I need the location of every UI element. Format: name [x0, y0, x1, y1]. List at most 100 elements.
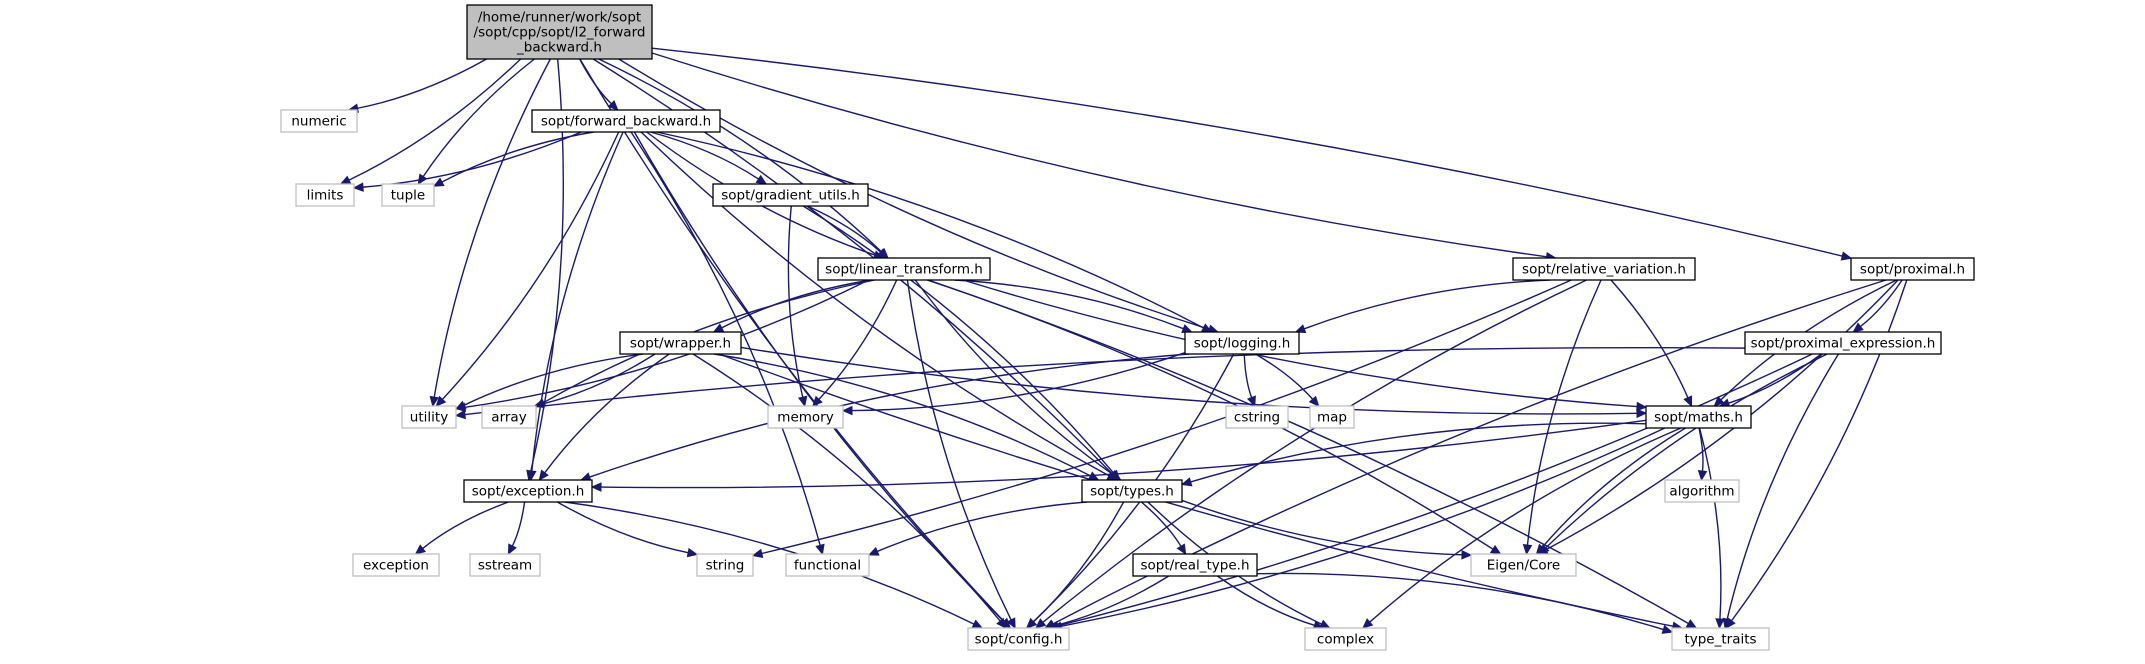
edge-line	[1369, 427, 1682, 623]
node-root[interactable]: /home/runner/work/sopt/sopt/cpp/sopt/l2_…	[466, 4, 653, 60]
edge-line	[441, 131, 594, 183]
edge-proxexpr-to-typetraits	[1722, 353, 1840, 630]
edge-line	[464, 279, 870, 408]
node-grad[interactable]: sopt/gradient_utils.h	[712, 183, 869, 207]
edge-realtype-to-typetraits	[1256, 572, 1674, 634]
node-label: memory	[777, 410, 833, 426]
node-box	[1132, 553, 1258, 577]
node-limits: limits	[295, 183, 355, 207]
edge-arrowhead	[1713, 395, 1725, 407]
node-exception[interactable]: sopt/exception.h	[463, 479, 593, 503]
node-box	[466, 4, 653, 60]
edge-arrowhead	[686, 547, 699, 558]
edge-line	[1610, 279, 1689, 399]
edge-relvar-to-config	[1034, 279, 1587, 629]
node-exc_std: exception	[352, 553, 440, 577]
edge-realtype-to-config	[1043, 575, 1170, 631]
node-types[interactable]: sopt/types.h	[1081, 479, 1183, 503]
edge-arrowhead	[797, 395, 808, 408]
edge-line	[962, 279, 1638, 408]
edge-arrowhead	[1180, 477, 1193, 487]
node-wrapper[interactable]: sopt/wrapper.h	[619, 331, 742, 355]
edge-line	[1698, 427, 1722, 620]
edge-types-to-eigen	[1181, 499, 1473, 560]
node-lt[interactable]: sopt/linear_transform.h	[817, 257, 991, 281]
node-maths[interactable]: sopt/maths.h	[1645, 405, 1752, 429]
node-array: array	[481, 405, 537, 429]
node-fb[interactable]: sopt/forward_backward.h	[531, 109, 721, 133]
node-box	[696, 553, 754, 577]
edge-line	[761, 279, 1572, 555]
edge-line	[651, 47, 1843, 257]
edge-line	[740, 346, 1638, 415]
edge-arrowhead	[1661, 624, 1674, 634]
edge-relvar-to-string	[751, 279, 1572, 559]
edge-line	[818, 279, 898, 400]
edge-line	[1216, 575, 1315, 627]
edge-arrowhead	[1461, 550, 1473, 560]
node-box	[531, 109, 721, 133]
node-utility: utility	[401, 405, 457, 429]
edge-types-to-realtype	[1140, 501, 1187, 556]
node-box	[1225, 405, 1289, 429]
edge-exception-to-exc_std	[414, 501, 509, 555]
node-label: sopt/gradient_utils.h	[721, 188, 860, 204]
edge-line	[906, 279, 1012, 621]
edge-line	[1053, 575, 1170, 627]
edge-arrowhead	[1535, 543, 1547, 555]
edge-line	[422, 501, 509, 549]
edge-line	[543, 353, 656, 405]
node-logging[interactable]: sopt/logging.h	[1184, 331, 1300, 355]
edge-arrowhead	[507, 543, 517, 556]
edge-line	[589, 353, 1189, 478]
node-box	[401, 405, 457, 429]
edge-line	[656, 131, 1204, 329]
edge-wrapper-to-config	[692, 353, 1007, 629]
edge-line	[1860, 279, 1903, 328]
node-box	[1744, 331, 1942, 355]
edge-arrowhead	[1006, 617, 1016, 630]
node-label: _backward.h	[516, 40, 602, 56]
node-label: /sopt/cpp/sopt/l2_forward	[474, 25, 646, 41]
edge-exception-to-sstream	[507, 501, 526, 556]
edge-line	[1303, 279, 1551, 330]
node-box	[1671, 627, 1770, 651]
node-box	[1470, 553, 1577, 577]
edge-arrowhead	[607, 99, 619, 111]
edge-wrapper-to-utility	[454, 353, 644, 410]
edge-line	[348, 58, 522, 181]
edge-root-to-relvar	[651, 52, 1557, 262]
edge-arrowhead	[1294, 324, 1307, 334]
edge-types-to-functional	[867, 501, 1087, 556]
edge-line	[511, 501, 526, 547]
edge-line	[531, 131, 624, 472]
edge-arrowhead	[1308, 395, 1320, 407]
nodes-layer: /home/runner/work/sopt/sopt/cpp/sopt/l2_…	[280, 4, 1975, 651]
edge-line	[362, 131, 582, 188]
edge-lt-to-config	[906, 279, 1016, 630]
edge-arrowhead	[1176, 543, 1187, 556]
node-memory: memory	[767, 405, 844, 429]
edge-line	[914, 279, 1114, 476]
node-proxexpr[interactable]: sopt/proximal_expression.h	[1744, 331, 1942, 355]
edge-line	[543, 279, 875, 404]
node-box	[280, 109, 358, 133]
edge-line	[650, 131, 759, 180]
edge-arrowhead	[1685, 619, 1698, 629]
node-label: sopt/maths.h	[1654, 410, 1743, 426]
edge-arrowhead	[1181, 324, 1193, 333]
edge-arrowhead	[414, 544, 427, 555]
node-box	[1512, 257, 1696, 281]
edge-arrowhead	[339, 175, 352, 185]
edge-line	[441, 131, 620, 400]
edge-grad-to-memory	[787, 205, 808, 408]
node-realtype[interactable]: sopt/real_type.h	[1132, 553, 1258, 577]
edge-line	[564, 501, 975, 625]
node-label: tuple	[391, 188, 425, 204]
edge-maths-to-exception	[590, 419, 1647, 492]
edge-types-to-config	[1026, 501, 1125, 629]
node-relvar[interactable]: sopt/relative_variation.h	[1512, 257, 1696, 281]
node-label: complex	[1317, 632, 1374, 648]
node-prox[interactable]: sopt/proximal.h	[1850, 257, 1975, 281]
edge-line	[1545, 353, 1828, 549]
